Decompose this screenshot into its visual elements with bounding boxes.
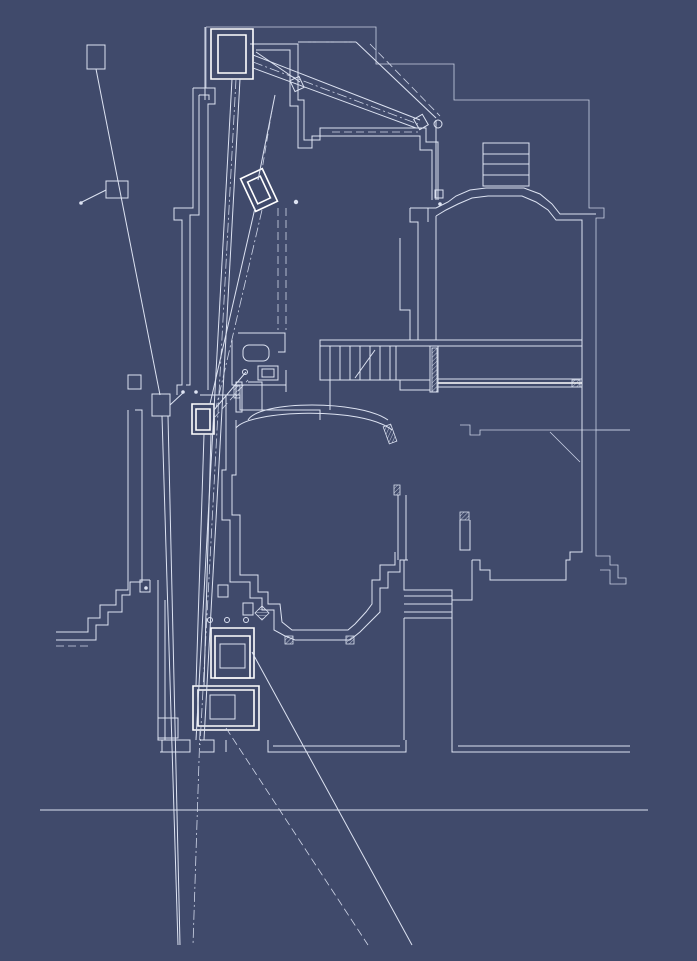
upper-outbuilding [205,27,438,200]
main-building [400,188,596,618]
pipe-runs [162,42,440,945]
central-wall-run [222,395,408,640]
bottom-footings [160,618,630,752]
hatched-stubs [255,424,470,644]
site-boundary [206,27,630,584]
roof-vent-grille [483,143,529,186]
external-equipment [79,45,170,416]
corridor-walls [56,88,215,752]
bathroom [232,333,286,398]
corridor-doorway [200,382,262,412]
stair [320,340,582,410]
valves [144,120,442,623]
equipment-boxes [158,29,443,738]
